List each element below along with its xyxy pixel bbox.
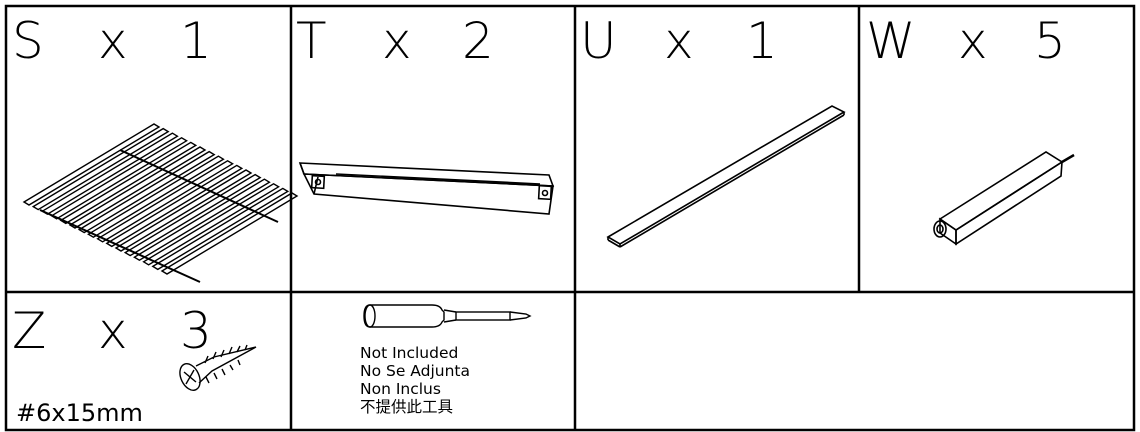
part-cell-z: Z x 3 #6x15mm xyxy=(12,302,257,427)
times-symbol: x xyxy=(664,12,694,70)
part-letter: Z xyxy=(12,302,46,360)
part-cell-u: U x 1 xyxy=(580,12,846,248)
tool-note-line-1: Not Included xyxy=(360,344,458,362)
part-cell-w: W x 5 xyxy=(866,12,1075,246)
slat xyxy=(142,182,280,266)
tool-note-line-3: Non Inclus xyxy=(360,380,441,398)
slat xyxy=(123,173,262,257)
times-symbol: x xyxy=(98,12,128,70)
times-symbol: x xyxy=(382,12,412,70)
slat xyxy=(50,136,188,220)
tool-cell: Not Included No Se Adjunta Non Inclus 不提… xyxy=(360,304,532,416)
slat xyxy=(68,146,207,229)
slat-support xyxy=(119,149,279,223)
part-quantity: 1 xyxy=(746,12,778,70)
slat xyxy=(31,127,170,211)
slat-support xyxy=(39,209,201,283)
part-quantity: 3 xyxy=(180,302,212,360)
part-quantity: 5 xyxy=(1034,12,1066,70)
part-letter: U xyxy=(580,12,617,70)
slat xyxy=(160,192,299,275)
leg-illustration xyxy=(933,151,1075,246)
slat xyxy=(77,150,216,234)
slat xyxy=(41,132,179,216)
screwdriver-icon xyxy=(363,304,532,328)
times-symbol: x xyxy=(958,12,988,70)
slat xyxy=(105,164,244,248)
slat xyxy=(151,187,290,271)
part-cell-s: S x 1 xyxy=(12,12,299,283)
tool-note-line-4: 不提供此工具 xyxy=(360,398,453,416)
slat xyxy=(59,141,198,225)
slat xyxy=(96,159,234,243)
part-letter: S xyxy=(12,12,44,70)
part-cell-t: T x 2 xyxy=(296,12,555,215)
rail-bracket-illustration xyxy=(298,162,555,215)
slats-illustration xyxy=(22,123,299,283)
slat xyxy=(87,155,225,239)
part-letter: W xyxy=(866,12,915,70)
grid-lines xyxy=(4,4,1136,432)
slat xyxy=(22,123,161,206)
times-symbol: x xyxy=(98,302,128,360)
screw-size-label: #6x15mm xyxy=(16,399,143,427)
part-quantity: 2 xyxy=(462,12,494,70)
slat xyxy=(114,169,253,252)
part-letter: T xyxy=(296,12,327,70)
flat-strip-illustration xyxy=(606,105,846,248)
tool-note-line-2: No Se Adjunta xyxy=(360,362,470,380)
part-quantity: 1 xyxy=(180,12,212,70)
screw-illustration xyxy=(179,344,257,391)
slat xyxy=(133,178,271,262)
